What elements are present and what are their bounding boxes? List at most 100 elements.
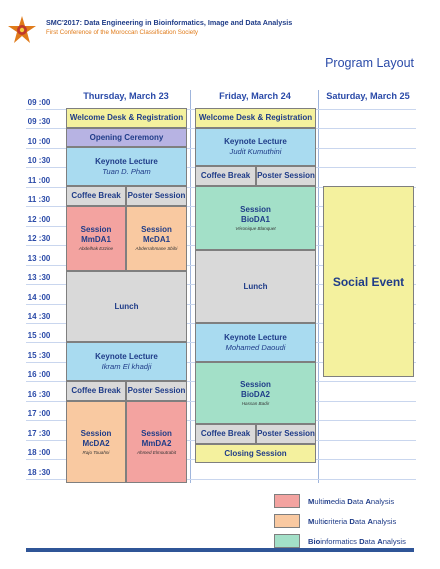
legend-swatch [274,494,300,508]
thu-welcome-label: Welcome Desk & Registration [69,113,184,122]
keynote-speaker: Ikram El khadji [101,361,152,371]
legend-swatch [274,534,300,548]
lunch-label: Lunch [114,301,139,311]
thu-coffee1-block: Coffee Break [66,186,126,206]
time-label: 18 :00 [27,448,51,458]
thu-poster1-block: Poster Session [126,186,187,206]
legend-label: Bioinformatics Data Analysis [308,536,406,546]
coffee-break-label: Coffee Break [71,386,121,395]
page-title: Program Layout [325,56,414,70]
session-code: MmDA2 [141,438,172,448]
thu-mmda1-block: Session MmDA1 Abdelhak Ezzine [66,206,126,271]
legend-item: Bioinformatics Data Analysis [274,534,406,548]
thu-lunch-block: Lunch [66,271,187,342]
conference-logo-icon [8,16,36,43]
time-label: 16 :00 [27,370,51,380]
time-label: 10 :30 [27,156,51,166]
column-divider [318,90,319,483]
keynote-speaker: Tuan D. Pham [102,166,151,176]
coffee-break-label: Coffee Break [71,191,121,200]
fri-bioda2-block: Session BioDA2 Hassan Badir [195,362,316,424]
day-header-thursday: Thursday, March 23 [83,91,169,101]
time-label: 13 :00 [27,253,51,263]
fri-poster2-block: Poster Session [256,424,316,444]
thu-keynote1-block: Keynote Lecture Tuan D. Pham [66,147,187,186]
thu-mcda1-block: Session McDA1 Abderrahmane Sbihi [126,206,187,271]
fri-keynote2-block: Keynote Lecture Mohamed Daoudi [195,323,316,362]
session-code: McDA2 [82,438,110,448]
thu-poster2-block: Poster Session [126,381,187,401]
thu-coffee2-block: Coffee Break [66,381,126,401]
time-label: 09 :00 [27,98,51,107]
session-label: Session [80,428,112,438]
time-label: 15 :00 [27,331,51,341]
lunch-label: Lunch [243,281,268,291]
session-label: Session [240,204,271,214]
legend-swatch [274,514,300,528]
time-label: 09 :30 [27,117,51,127]
thu-keynote2-block: Keynote Lecture Ikram El khadji [66,342,187,381]
thu-mcda2-block: Session McDA2 Rajo Touahni [66,401,126,483]
time-label: 14 :30 [27,311,51,321]
session-code: BioDA1 [241,214,270,224]
fri-keynote1-block: Keynote Lecture Judit Kumuthini [195,128,316,166]
time-gridline [26,478,416,480]
fri-welcome-label: Welcome Desk & Registration [198,113,313,122]
keynote-title: Keynote Lecture [95,156,158,166]
conference-title: SMC'2017: Data Engineering in Bioinforma… [46,18,293,27]
coffee-break-label: Coffee Break [200,429,251,438]
thu-welcome-block: Welcome Desk & Registration [66,108,187,128]
fri-welcome-block: Welcome Desk & Registration [195,108,316,128]
fri-closing-block: Closing Session [195,444,316,463]
session-chair: Hassan Badir [241,400,270,406]
session-label: Session [80,225,112,234]
time-label: 16 :30 [27,389,51,399]
day-header-saturday: Saturday, March 25 [326,91,410,101]
time-label: 17 :30 [27,428,51,438]
thu-opening-label: Opening Ceremony [89,132,164,142]
session-chair: Abderrahmane Sbihi [135,246,178,251]
time-label: 17 :00 [27,409,51,419]
time-label: 11 :00 [27,175,51,185]
legend-item: Multimedia Data Analysis [274,494,394,508]
fri-poster1-block: Poster Session [256,166,316,186]
session-code: MmDA1 [81,235,111,244]
time-label: 11 :30 [27,195,51,205]
legend-label: Multimedia Data Analysis [308,496,395,506]
session-chair: Véronique Blanquet [235,225,276,231]
thu-mmda2-block: Session MmDA2 Ahmed Elmoutrabit [126,401,187,483]
fri-coffee2-block: Coffee Break [195,424,256,444]
time-label: 12 :30 [27,234,51,244]
poster-session-label: Poster Session [127,386,186,395]
coffee-break-label: Coffee Break [200,171,251,180]
poster-session-label: Poster Session [257,429,315,438]
legend-label: Multicriteria Data Analysis [308,516,397,526]
fri-bioda1-block: Session BioDA1 Véronique Blanquet [195,186,316,250]
session-chair: Abdelhak Ezzine [78,246,114,251]
thu-opening-block: Opening Ceremony [66,128,187,147]
sat-social-event-block: Social Event [323,186,414,377]
keynote-title: Keynote Lecture [224,332,287,342]
poster-session-label: Poster Session [127,191,186,200]
time-label: 10 :00 [27,136,51,146]
poster-session-label: Poster Session [257,171,315,180]
keynote-title: Keynote Lecture [95,351,158,361]
session-chair: Ahmed Elmoutrabit [136,449,177,455]
time-label: 15 :30 [27,350,51,360]
session-label: Session [141,428,172,438]
day-header-friday: Friday, March 24 [219,91,291,101]
session-code: BioDA2 [241,389,270,399]
footer-bar [26,548,414,552]
time-label: 12 :00 [27,214,51,224]
fri-lunch-block: Lunch [195,250,316,323]
legend-item: Multicriteria Data Analysis [274,514,396,528]
session-label: Session [240,379,271,389]
keynote-title: Keynote Lecture [224,137,287,146]
conference-subtitle: First Conference of the Moroccan Classif… [46,29,199,36]
session-label: Session [141,225,172,234]
time-label: 14 :00 [27,292,51,302]
social-event-label: Social Event [332,274,405,289]
keynote-speaker: Judit Kumuthini [229,147,282,156]
fri-coffee1-block: Coffee Break [195,166,256,186]
